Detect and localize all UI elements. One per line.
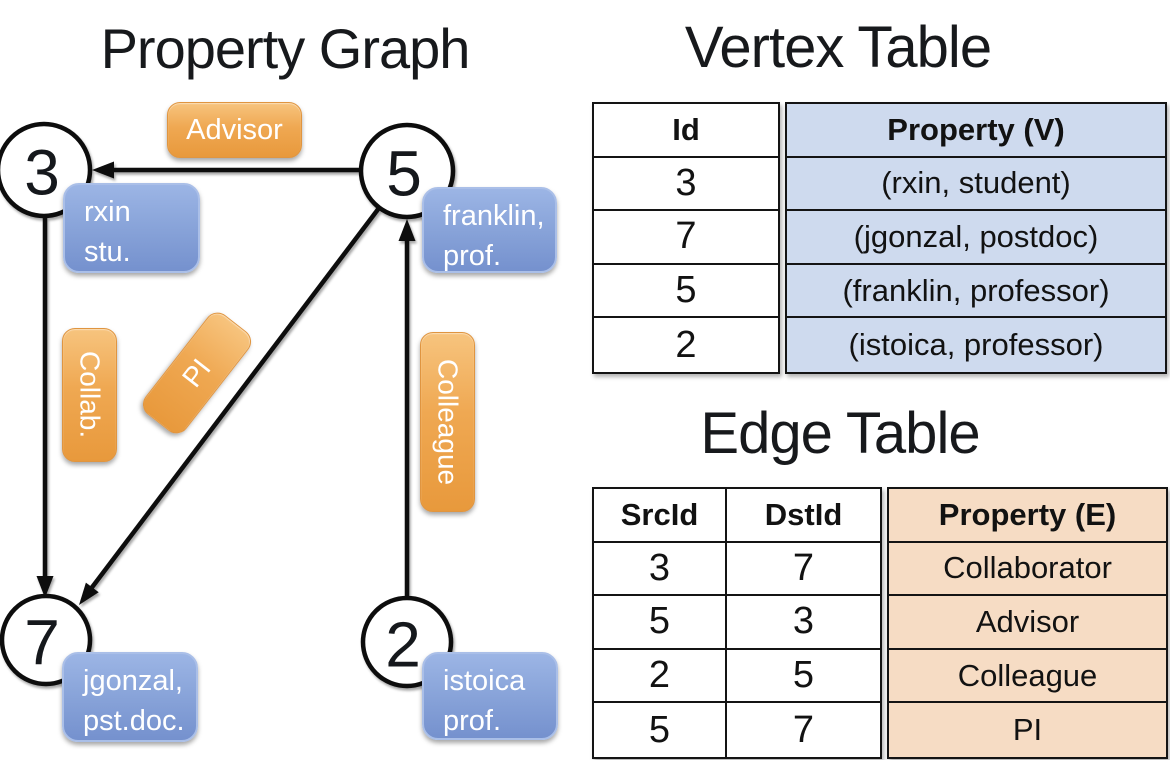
edge-table-property-cell: Colleague <box>889 650 1166 704</box>
vertex-table-id-column: Id 3 7 5 2 <box>592 102 780 374</box>
edge-table-dst-cell: 3 <box>727 596 880 650</box>
edge-table-property-cell: Advisor <box>889 596 1166 650</box>
edge-label-collab-text: Collab. <box>74 351 106 439</box>
vertex-table-property-cell: (rxin, student) <box>787 158 1165 212</box>
vertex-table-property-cell: (jgonzal, postdoc) <box>787 211 1165 265</box>
vertex-table-id-cell: 5 <box>594 265 778 319</box>
edge-table-property-cell: Collaborator <box>889 543 1166 597</box>
edge-pi-5-to-7 <box>88 206 381 592</box>
edge-label-advisor: Advisor <box>167 102 302 158</box>
edge-table-property-header: Property (E) <box>889 489 1166 543</box>
edge-label-colleague: Colleague <box>420 332 475 512</box>
node-label-rxin-line2: stu. <box>84 236 131 268</box>
node-label-franklin-line2: prof. <box>443 240 502 272</box>
node-label-jgonzal: jgonzal, pst.doc. <box>62 652 198 742</box>
arrowhead-into-3 <box>92 161 114 179</box>
node-label-istoica-line2: prof. <box>443 705 502 737</box>
edge-label-colleague-text: Colleague <box>432 358 464 486</box>
edge-table-property-cell: PI <box>1012 712 1043 748</box>
node-label-istoica: istoica prof. <box>422 652 558 740</box>
node-label-franklin: franklin, prof. <box>422 187 557 273</box>
edge-table-src-cell: 3 <box>594 542 727 597</box>
edge-table-title: Edge Table <box>700 401 980 466</box>
edge-table-src-cell: 5 <box>594 596 727 650</box>
edge-label-collab: Collab. <box>62 328 117 462</box>
node-label-jgonzal-line1: jgonzal, <box>83 665 183 697</box>
vertex-id-5: 5 <box>386 137 422 209</box>
edge-table-src-cell: 2 <box>594 649 727 704</box>
edge-table-property-column: Property (E) Collaborator Advisor Collea… <box>887 487 1168 759</box>
vertex-id-7: 7 <box>24 606 60 678</box>
edge-table-src-header: SrcId <box>594 489 727 543</box>
node-label-istoica-line1: istoica <box>443 665 526 697</box>
edge-table-dst-cell: 5 <box>727 650 880 704</box>
edge-label-pi-text: PI <box>176 352 217 393</box>
node-label-franklin-line1: franklin, <box>443 200 545 232</box>
node-label-rxin-line1: rxin <box>84 196 131 228</box>
vertex-table-property-cell: (istoica, professor) <box>848 327 1104 363</box>
property-graph-title: Property Graph <box>100 17 471 80</box>
edge-table-src-cell: 5 <box>594 703 727 757</box>
vertex-table-id-cell: 2 <box>675 323 697 366</box>
edge-table-dst-cell: 7 <box>792 708 815 751</box>
node-label-rxin: rxin stu. <box>63 183 200 273</box>
node-label-jgonzal-line2: pst.doc. <box>83 705 185 737</box>
arrowhead-into-5 <box>398 219 416 241</box>
vertex-table-property-header: Property (V) <box>787 104 1165 158</box>
arrowhead-into-7-from-5 <box>79 582 99 605</box>
edge-label-advisor-text: Advisor <box>186 113 283 146</box>
edge-table-dst-header: DstId <box>727 489 880 543</box>
vertex-table-title: Vertex Table <box>684 15 992 80</box>
vertex-table-id-cell: 7 <box>594 211 778 265</box>
arrowhead-into-7-from-3 <box>36 576 54 598</box>
vertex-table-id-header: Id <box>594 104 778 158</box>
vertex-table-property-column: Property (V) (rxin, student) (jgonzal, p… <box>785 102 1167 374</box>
vertex-table-property-cell: (franklin, professor) <box>787 265 1165 319</box>
edge-table-srcdst-columns: SrcId DstId 3 7 5 3 2 5 5 7 <box>592 487 882 759</box>
vertex-id-2: 2 <box>385 608 421 680</box>
edge-table-dst-cell: 7 <box>727 543 880 597</box>
vertex-id-3: 3 <box>24 136 60 208</box>
vertex-table-id-cell: 3 <box>594 158 778 212</box>
